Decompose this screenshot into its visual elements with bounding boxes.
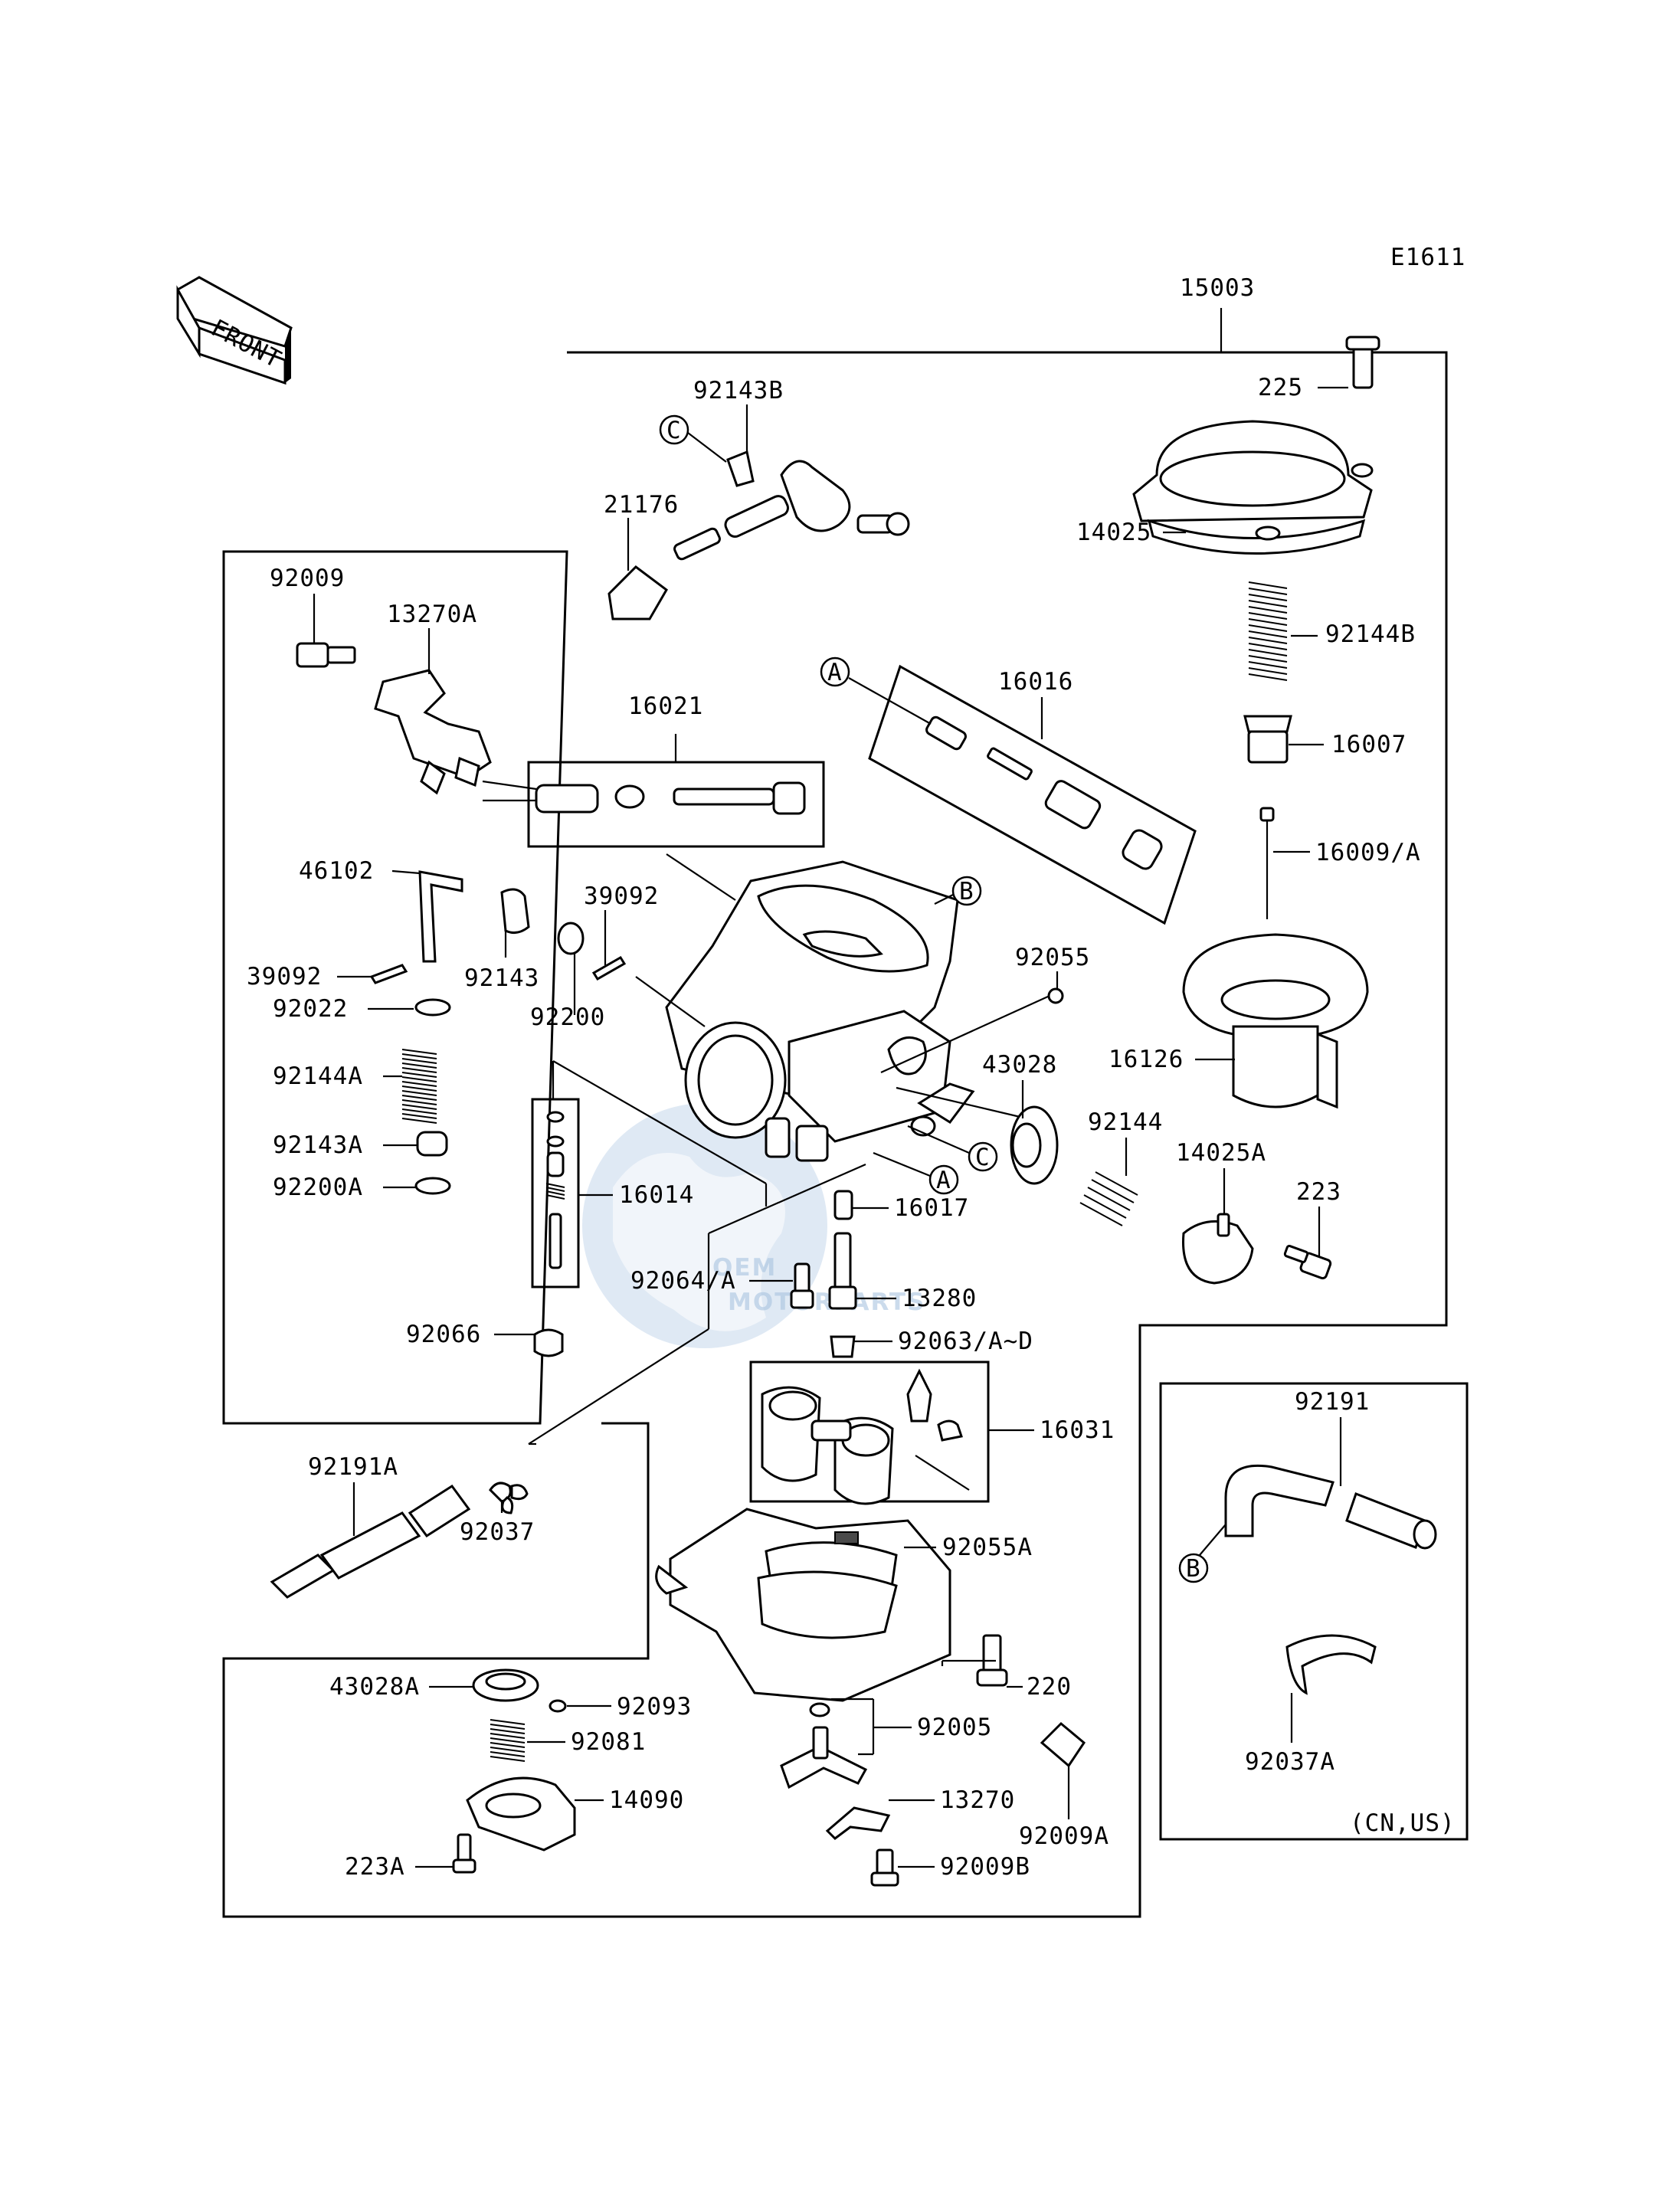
label-43028: 43028	[982, 1051, 1057, 1079]
box-16016	[868, 664, 1197, 925]
label-92037: 92037	[460, 1518, 535, 1546]
label-92093: 92093	[617, 1693, 692, 1721]
ref-marker-c-top	[659, 414, 689, 445]
watermark: OEM MOTORPARTS	[582, 1103, 925, 1348]
svg-text:C: C	[666, 417, 682, 444]
label-92009B: 92009B	[940, 1853, 1030, 1881]
label-92005: 92005	[917, 1714, 992, 1741]
label-92055A: 92055A	[942, 1534, 1033, 1561]
label-92022: 92022	[273, 995, 348, 1023]
label-220: 220	[1027, 1673, 1072, 1701]
label-92064A: 92064/A	[630, 1267, 736, 1295]
label-39092-right: 39092	[584, 882, 659, 910]
fittings	[780, 1702, 1086, 1887]
float-set	[761, 1368, 970, 1505]
label-13280: 13280	[902, 1285, 977, 1312]
label-43028A: 43028A	[329, 1673, 420, 1701]
label-16009A: 16009/A	[1315, 839, 1421, 866]
choke-assembly: C	[607, 414, 910, 620]
watermark-brand: OEM	[712, 1254, 777, 1282]
label-16126: 16126	[1109, 1046, 1184, 1073]
region-note: (CN,US)	[1350, 1809, 1456, 1837]
lever-46102	[369, 870, 627, 984]
label-92191: 92191	[1295, 1388, 1370, 1416]
air-cutoff	[1079, 1171, 1332, 1285]
label-39092-left: 39092	[247, 963, 322, 990]
label-21176: 21176	[604, 491, 679, 519]
label-16031: 16031	[1040, 1416, 1115, 1444]
jet-set-16014	[545, 1111, 565, 1269]
label-92200: 92200	[530, 1004, 605, 1031]
jet-parts	[790, 1190, 857, 1358]
label-92009: 92009	[270, 565, 345, 592]
ref-marker-a-top	[820, 656, 850, 687]
label-92081: 92081	[571, 1728, 646, 1756]
label-16007: 16007	[1331, 731, 1407, 758]
label-13270A: 13270A	[387, 601, 477, 628]
ref-marker-a-body	[928, 1164, 959, 1195]
svg-text:B: B	[959, 878, 974, 905]
ref-marker-b-cnus	[1178, 1553, 1209, 1583]
starter-plunger-set: A	[820, 656, 1163, 870]
bracket-13270A	[296, 642, 492, 795]
svg-text:C: C	[975, 1144, 991, 1171]
label-92066: 92066	[406, 1321, 481, 1348]
diaphragm-43028	[1010, 1105, 1059, 1185]
label-92037A: 92037A	[1245, 1748, 1335, 1776]
label-92143B: 92143B	[693, 377, 784, 404]
top-cover	[1132, 336, 1380, 555]
label-14090: 14090	[609, 1786, 684, 1814]
label-223: 223	[1296, 1178, 1341, 1206]
label-13270: 13270	[940, 1786, 1015, 1814]
label-16021: 16021	[628, 692, 703, 720]
cn-us-frame	[1159, 1382, 1469, 1841]
label-15003: 15003	[1180, 274, 1255, 302]
svg-text:B: B	[1186, 1555, 1201, 1583]
label-223A: 223A	[345, 1853, 405, 1881]
float-bowl	[655, 1508, 951, 1702]
label-92063AD: 92063/A~D	[898, 1328, 1033, 1355]
label-92143A: 92143A	[273, 1131, 363, 1159]
label-14025A: 14025A	[1176, 1139, 1266, 1167]
accel-pump	[452, 1668, 576, 1874]
watermark-sub: MOTORPARTS	[728, 1288, 925, 1316]
label-92144A: 92144A	[273, 1062, 363, 1090]
carburetor-body: B A C	[665, 860, 998, 1195]
box-16014	[531, 1098, 580, 1288]
label-92191A: 92191A	[308, 1453, 398, 1481]
label-16017: 16017	[894, 1194, 969, 1222]
label-92144B: 92144B	[1325, 620, 1416, 648]
svg-text:A: A	[936, 1167, 951, 1194]
ref-marker-b-body	[951, 876, 982, 906]
vacuum-slide	[1182, 933, 1369, 1109]
label-16014: 16014	[619, 1181, 694, 1209]
hose-92191: B	[1178, 1464, 1437, 1695]
label-225: 225	[1258, 374, 1303, 401]
diagram-code: E1611	[1390, 244, 1465, 271]
front-arrow-icon: FRONT	[176, 276, 293, 385]
label-92144: 92144	[1088, 1108, 1163, 1136]
label-92200A: 92200A	[273, 1174, 363, 1201]
hose-92191A	[270, 1482, 529, 1599]
oring-92055	[1047, 987, 1064, 1004]
bolt-220	[976, 1634, 1008, 1687]
label-92143: 92143	[464, 964, 539, 992]
svg-text:A: A	[827, 659, 843, 686]
label-92009A: 92009A	[1019, 1822, 1109, 1850]
ref-marker-c-body	[968, 1141, 998, 1172]
pilot-screw-set	[535, 781, 806, 815]
label-16016: 16016	[998, 668, 1073, 696]
assembly-frame	[222, 351, 1448, 1918]
label-92055: 92055	[1015, 944, 1090, 971]
needle-set	[1243, 581, 1292, 919]
label-14025: 14025	[1076, 519, 1151, 546]
left-small-parts	[401, 998, 564, 1357]
label-46102: 46102	[299, 857, 374, 885]
